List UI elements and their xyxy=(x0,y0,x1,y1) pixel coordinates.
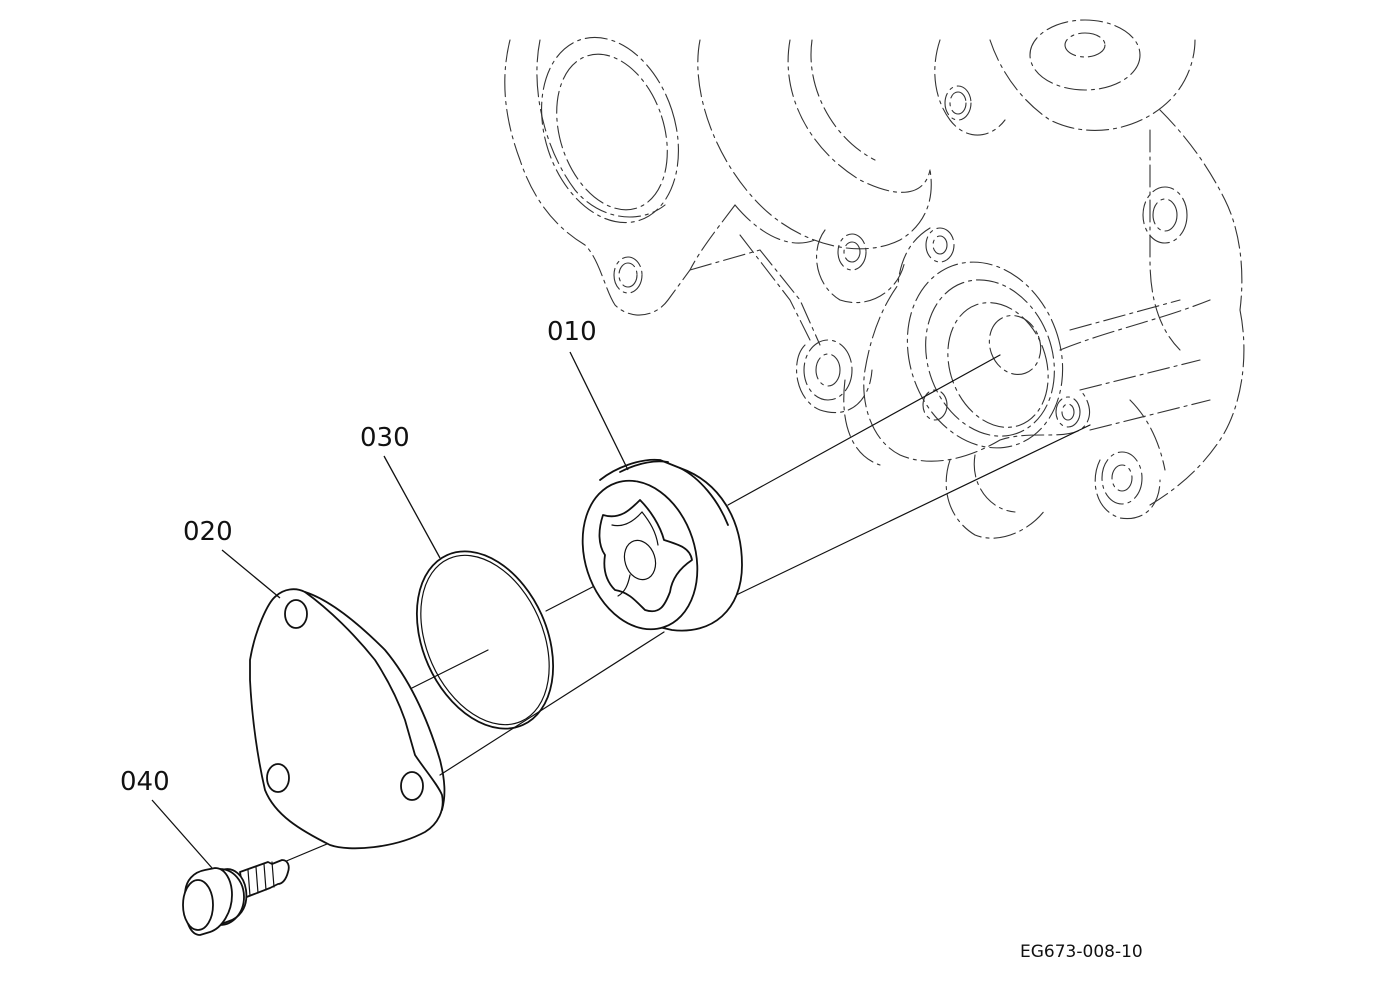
part-040-flange-bolt xyxy=(182,859,290,936)
part-030-o-ring xyxy=(415,550,555,730)
figure-id: EG673-008-10 xyxy=(1020,942,1143,962)
callout-040: 040 xyxy=(120,767,170,797)
gear-case-housing xyxy=(504,19,1245,539)
callout-leader-lines xyxy=(151,351,629,869)
callout-030: 030 xyxy=(360,423,410,453)
callout-010: 010 xyxy=(547,317,597,347)
part-010-pump-rotor xyxy=(581,458,743,632)
part-020-cover-plate xyxy=(249,588,446,850)
callout-020: 020 xyxy=(183,517,233,547)
